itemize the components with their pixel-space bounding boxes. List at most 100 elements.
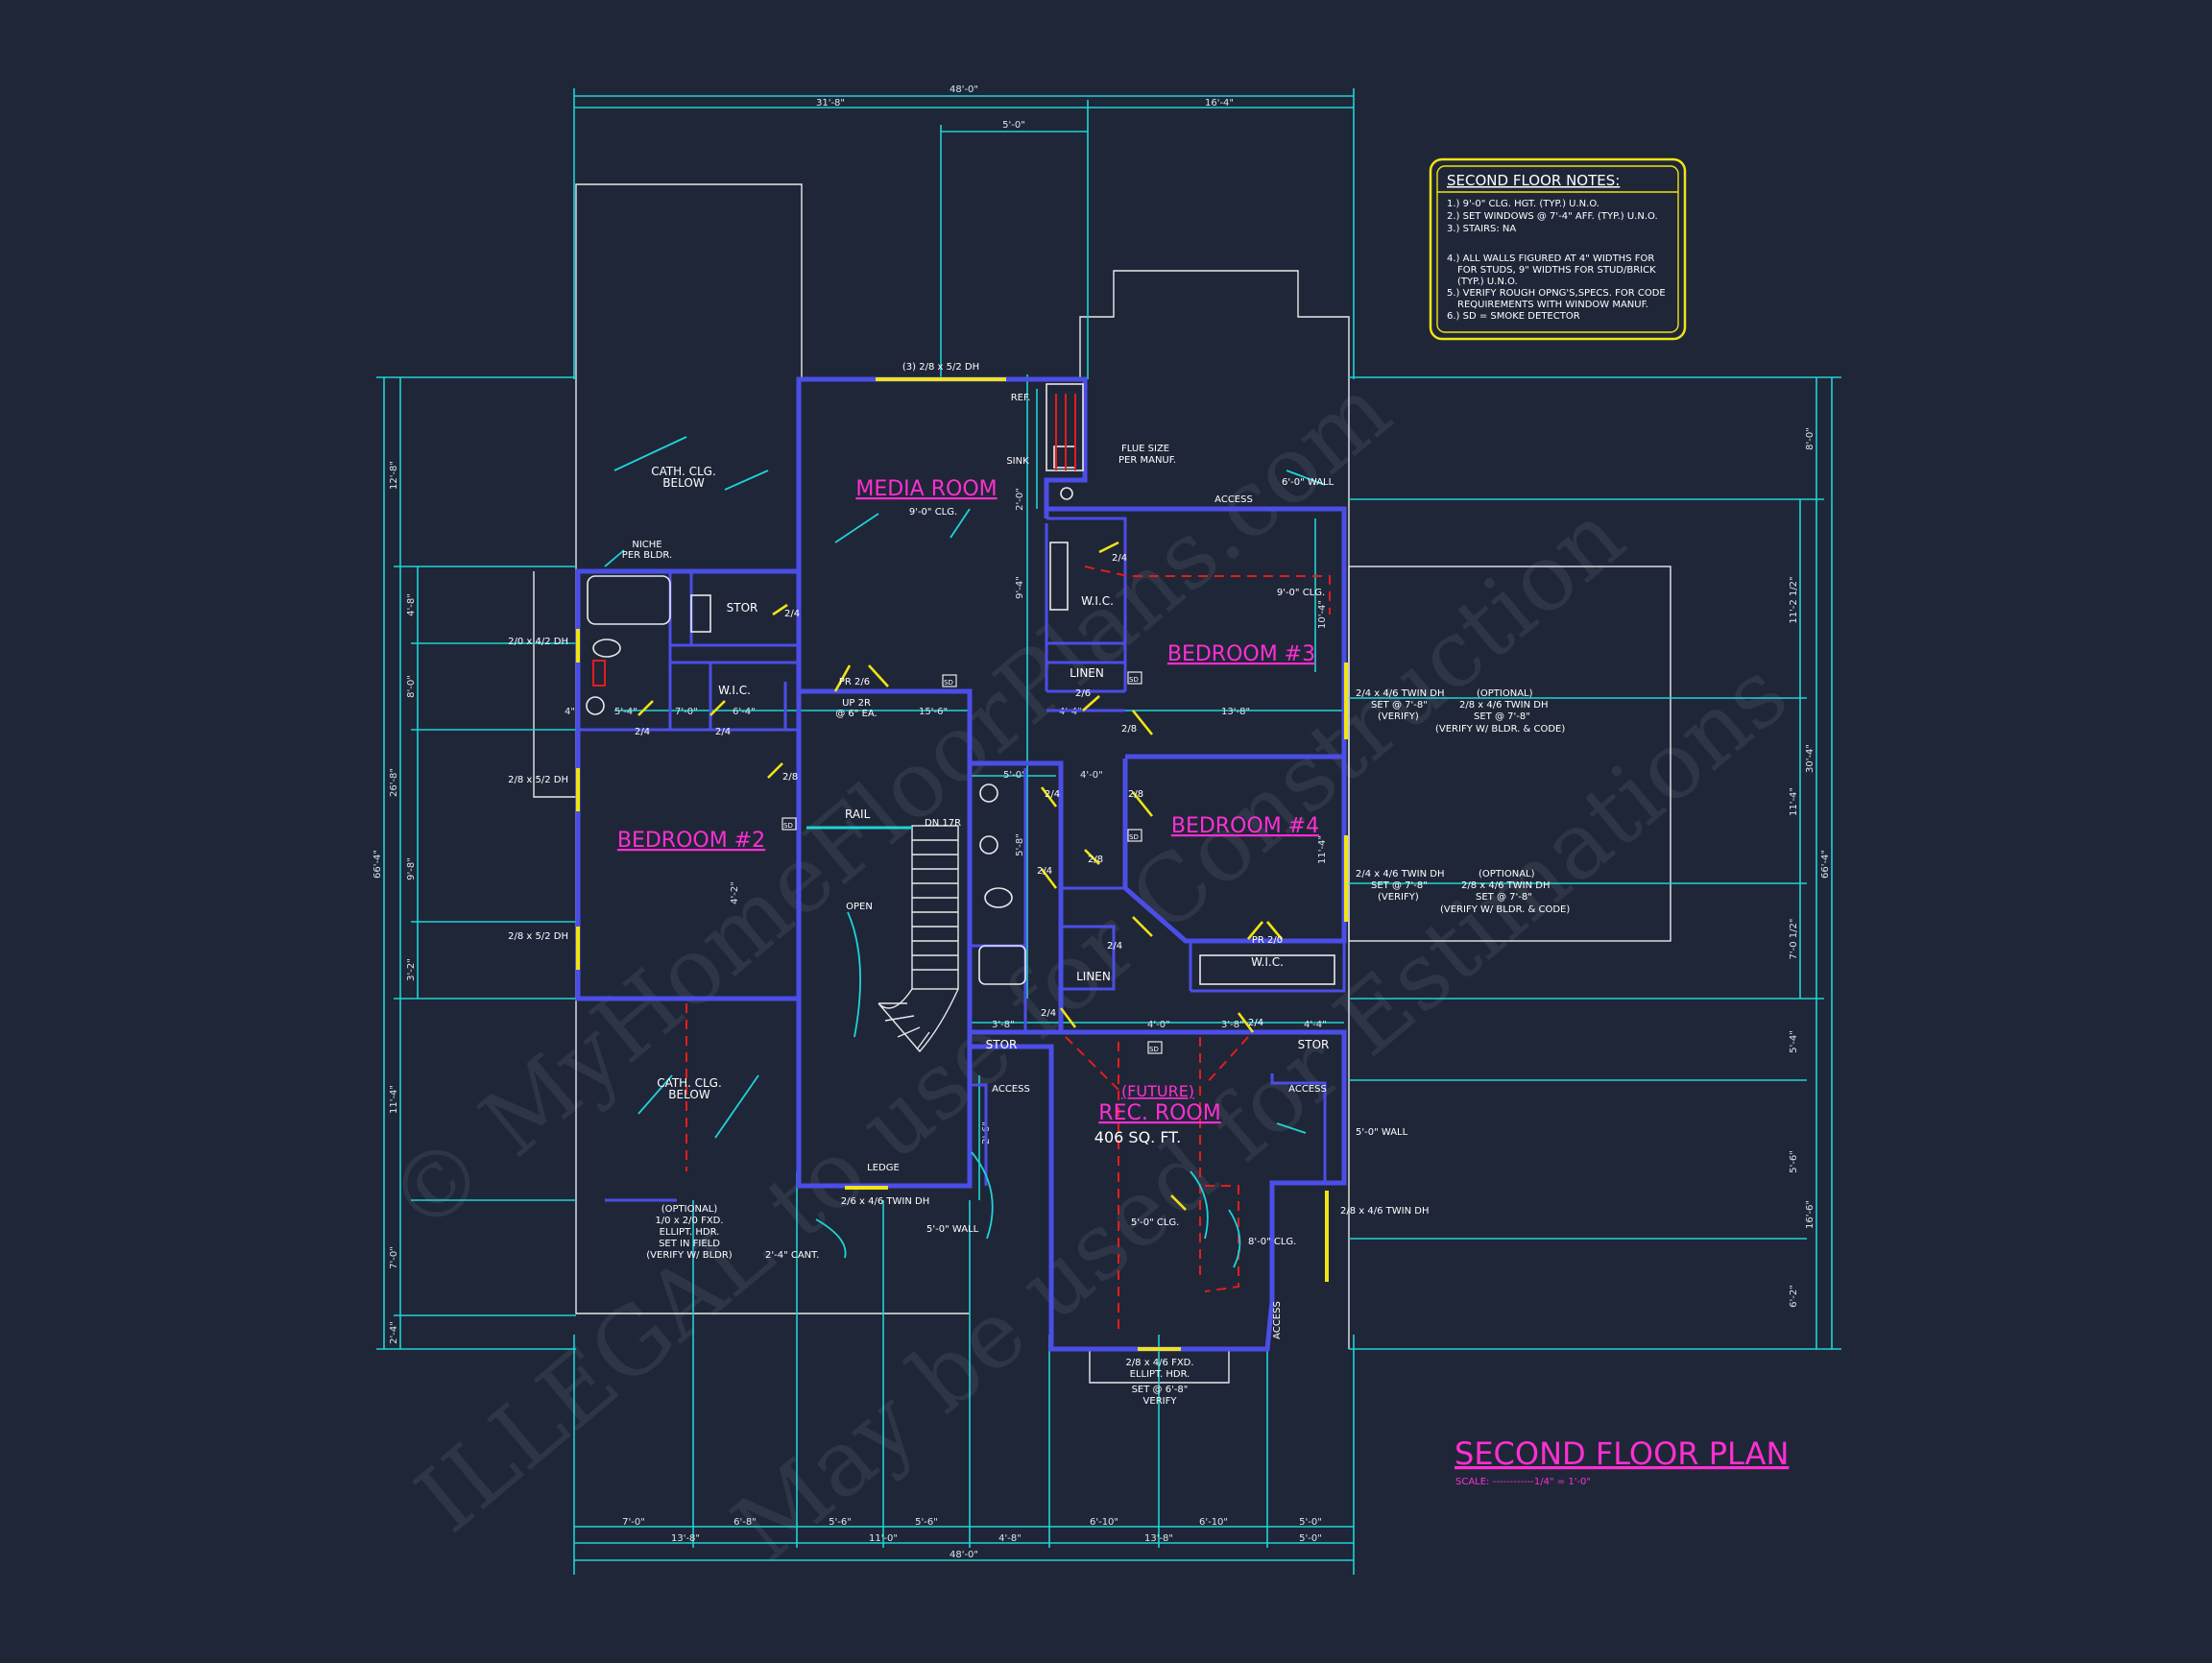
dim-int-7: 4'-0" [1080, 770, 1103, 781]
dim-int-9: 5'-0" [1003, 770, 1026, 781]
room-labels: MEDIA ROOM BEDROOM #2 BEDROOM #3 BEDROOM… [617, 477, 1319, 1146]
note-6: 6.) SD = SMOKE DETECTOR [1447, 311, 1580, 322]
svg-text:2/8 x 5/2 DH: 2/8 x 5/2 DH [508, 931, 568, 942]
dim-right-b: 30'-4" [1805, 744, 1815, 773]
note-1: 1.) 9'-0" CLG. HGT. (TYP.) U.N.O. [1447, 199, 1599, 209]
room-media: MEDIA ROOM [855, 477, 997, 501]
dim-right-e: 7'-0 1/2" [1789, 919, 1799, 960]
dim-left-b: 26'-8" [389, 768, 399, 797]
svg-text:8'-0" CLG.: 8'-0" CLG. [1248, 1237, 1296, 1247]
dim-left-d: 7'-0" [389, 1246, 399, 1269]
dim-top-c: 5'-0" [1002, 120, 1025, 131]
dim-left-a: 12'-8" [389, 461, 399, 490]
svg-text:PER MANUF.: PER MANUF. [1118, 455, 1176, 466]
dim-int-14: 5'-8" [1015, 833, 1025, 856]
dim-left-c: 11'-4" [389, 1085, 399, 1114]
note-5: 5.) VERIFY ROUGH OPNG'S,SPECS. FOR CODE [1447, 288, 1666, 299]
dim-int-12: 4'-4" [1304, 1020, 1327, 1030]
svg-text:(VERIFY W/ BLDR): (VERIFY W/ BLDR) [646, 1250, 733, 1261]
dim-int-5: 15'-6" [919, 707, 948, 717]
shelf-wic-b3 [1049, 542, 1069, 611]
room-rec: REC. ROOM [1098, 1101, 1220, 1125]
svg-text:2/4: 2/4 [1041, 1008, 1056, 1019]
room-bedroom-2: BEDROOM #2 [617, 829, 765, 853]
dim-int-11: 4'-0" [1147, 1020, 1170, 1030]
svg-text:(3) 2/8 x 5/2 DH: (3) 2/8 x 5/2 DH [902, 362, 979, 373]
note-3: 3.) STAIRS: NA [1447, 224, 1516, 234]
svg-text:2/4: 2/4 [1112, 553, 1127, 564]
svg-text:PR 2/0: PR 2/0 [1252, 935, 1283, 946]
dim-right-total: 66'-4" [1820, 850, 1831, 879]
dim-int-18: 11'-4" [1317, 835, 1328, 864]
svg-text:RAIL: RAIL [845, 807, 871, 821]
stairs [878, 825, 959, 1053]
drawing-title: SECOND FLOOR PLAN [1455, 1435, 1789, 1472]
svg-text:2/8: 2/8 [782, 772, 798, 783]
dim-left-total: 66'-4" [373, 850, 383, 879]
svg-text:VERIFY: VERIFY [1143, 1396, 1178, 1407]
note-2: 2.) SET WINDOWS @ 7'-4" AFF. (TYP.) U.N.… [1447, 211, 1658, 222]
svg-text:PR 2/6: PR 2/6 [839, 677, 870, 687]
svg-text:(VERIFY W/ BLDR. & CODE): (VERIFY W/ BLDR. & CODE) [1435, 724, 1565, 735]
svg-text:2/8: 2/8 [1128, 789, 1143, 800]
svg-text:(OPTIONAL): (OPTIONAL) [661, 1204, 718, 1215]
svg-text:2/6 x 4/6 TWIN DH: 2/6 x 4/6 TWIN DH [841, 1196, 929, 1207]
dim-int-8: 13'-8" [1221, 707, 1250, 717]
dim-bot-row2-2: 11'-0" [869, 1533, 898, 1544]
svg-text:2/8 x 4/6 TWIN DH: 2/8 x 4/6 TWIN DH [1459, 700, 1548, 711]
svg-text:2/8 x 4/6 TWIN DH: 2/8 x 4/6 TWIN DH [1340, 1206, 1429, 1217]
svg-text:2/8: 2/8 [1121, 724, 1137, 735]
svg-text:LINEN: LINEN [1076, 970, 1111, 983]
svg-text:BELOW: BELOW [668, 1088, 710, 1101]
svg-text:BELOW: BELOW [662, 476, 705, 490]
shelf-stor [690, 594, 711, 633]
flue-circle [1060, 487, 1073, 500]
svg-text:LEDGE: LEDGE [867, 1163, 900, 1173]
dim-int-3: 7'-0" [675, 707, 698, 717]
svg-text:STOR: STOR [1298, 1038, 1330, 1051]
svg-text:UP 2R: UP 2R [842, 698, 871, 709]
dim-bot-4: 5'-6" [915, 1517, 938, 1528]
svg-text:FLUE SIZE: FLUE SIZE [1121, 444, 1169, 454]
note-4b: FOR STUDS, 9" WIDTHS FOR STUD/BRICK [1457, 265, 1656, 276]
door-tags: 2/4 2/4 2/4 2/8 2/4 2/6 2/8 2/8 2/4 2/4 … [635, 553, 1263, 1028]
fixtures [586, 383, 1335, 1053]
svg-text:STOR: STOR [986, 1038, 1018, 1051]
svg-text:(VERIFY W/ BLDR. & CODE): (VERIFY W/ BLDR. & CODE) [1440, 904, 1570, 915]
svg-text:@ 6" EA.: @ 6" EA. [835, 709, 877, 719]
svg-text:PER BLDR.: PER BLDR. [622, 550, 672, 561]
dim-right-f: 5'-4" [1789, 1030, 1799, 1053]
dim-right-h: 6'-2" [1789, 1285, 1799, 1308]
svg-text:SD: SD [944, 679, 953, 687]
dim-bot-row2-4: 13'-8" [1144, 1533, 1173, 1544]
dim-right-a: 8'-0" [1805, 427, 1815, 450]
dim-int-15: 9'-4" [1015, 576, 1025, 599]
svg-text:2/4: 2/4 [1045, 789, 1060, 800]
svg-text:SD: SD [1129, 833, 1139, 841]
svg-text:SD: SD [783, 822, 793, 830]
svg-text:(OPTIONAL): (OPTIONAL) [1479, 869, 1535, 880]
svg-text:2/4: 2/4 [1248, 1018, 1263, 1028]
svg-text:2/8: 2/8 [1088, 855, 1103, 865]
svg-text:1/0 x 2/0 FXD.: 1/0 x 2/0 FXD. [655, 1216, 723, 1226]
svg-text:SET IN FIELD: SET IN FIELD [659, 1239, 720, 1249]
svg-text:ELLIPT. HDR.: ELLIPT. HDR. [1130, 1369, 1190, 1380]
svg-text:NICHE: NICHE [632, 540, 661, 550]
svg-text:LINEN: LINEN [1070, 666, 1104, 680]
svg-text:2/6: 2/6 [1075, 688, 1091, 699]
svg-text:2'-4" CANT.: 2'-4" CANT. [765, 1250, 819, 1261]
svg-text:SET @ 7'-8": SET @ 7'-8" [1371, 880, 1428, 891]
svg-text:2/4: 2/4 [715, 727, 731, 737]
room-future: (FUTURE) [1121, 1082, 1194, 1100]
dim-right-g: 5'-6" [1789, 1150, 1799, 1173]
dim-int-20: 4'-2" [730, 881, 740, 904]
svg-text:CATH. CLG.: CATH. CLG. [651, 465, 716, 478]
svg-text:W.I.C.: W.I.C. [1081, 594, 1114, 608]
svg-text:SD: SD [1149, 1046, 1159, 1053]
window-callouts: (3) 2/8 x 5/2 DH 2/0 x 4/2 DH 2/8 x 5/2 … [508, 362, 1570, 1407]
svg-text:ELLIPT. HDR.: ELLIPT. HDR. [660, 1227, 720, 1238]
svg-text:ACCESS: ACCESS [992, 1084, 1030, 1095]
sink-center-1 [979, 783, 998, 803]
svg-text:2/4: 2/4 [1037, 866, 1052, 877]
